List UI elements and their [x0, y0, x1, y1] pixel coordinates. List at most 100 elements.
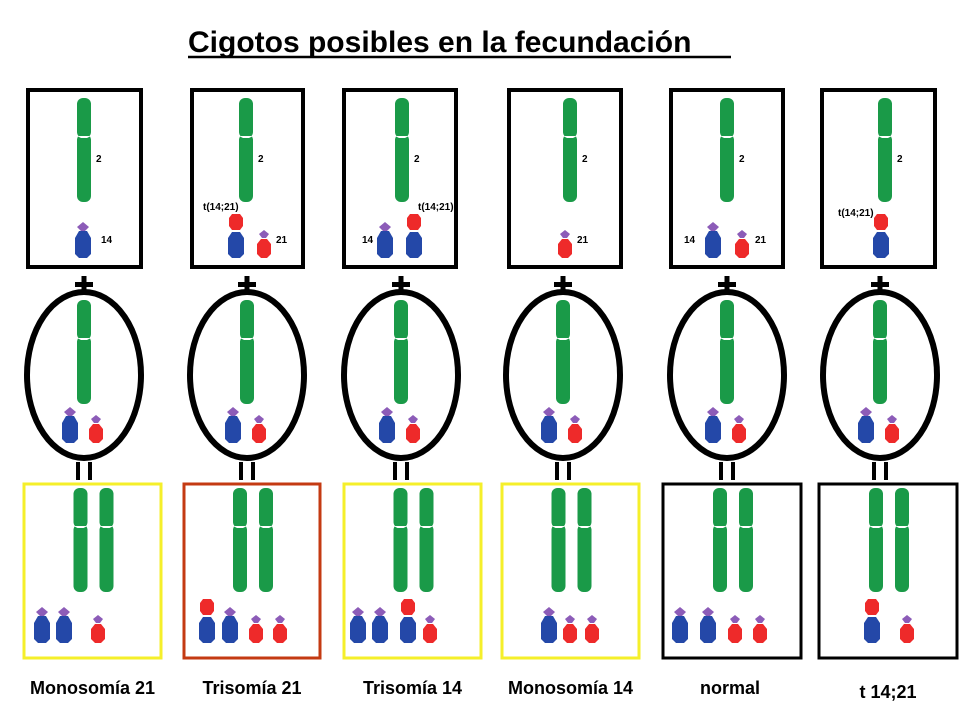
chromosome-t14-21	[873, 214, 889, 258]
zygote-label: Trisomía 14	[363, 678, 462, 698]
chromosome-21	[885, 415, 899, 443]
maternal-gamete	[24, 289, 144, 461]
paternal-gamete: 2t(14;21)21	[190, 88, 305, 269]
chromosome-14	[672, 607, 688, 643]
chromosome-2	[739, 488, 753, 592]
zygote: normal	[661, 482, 803, 698]
chromosome-2	[233, 488, 247, 592]
chromosome-21	[89, 415, 103, 443]
maternal-gamete	[341, 289, 461, 461]
chromosome-21	[753, 615, 767, 643]
chromosome-label: t(14;21)	[838, 208, 874, 219]
chromosome-2	[869, 488, 883, 592]
plus-sign	[238, 276, 256, 293]
chromosome-14	[225, 407, 241, 443]
chromosome-2-label: 2	[96, 154, 102, 165]
chromosome-2-label: 2	[258, 154, 264, 165]
chromosome-21	[558, 230, 572, 258]
equals-sign	[393, 462, 409, 480]
plus-sign	[871, 276, 889, 293]
chromosome-21	[585, 615, 599, 643]
chromosome-2	[77, 98, 91, 202]
chromosome-21	[735, 230, 749, 258]
chromosome-label: 14	[101, 235, 113, 246]
chromosome-2	[395, 98, 409, 202]
chromosome-2	[239, 98, 253, 202]
chromosome-14	[541, 607, 557, 643]
equals-sign	[239, 462, 255, 480]
chromosome-2	[878, 98, 892, 202]
chromosome-2	[577, 488, 592, 592]
zygotes-row: Monosomía 21 Trisomía 21 Trisomía 14 Monoso…	[22, 482, 959, 702]
operators-row	[75, 276, 889, 480]
chromosome-t14-21	[199, 599, 215, 643]
chromosome-label: t(14;21)	[418, 202, 454, 213]
chromosome-label: t(14;21)	[203, 202, 239, 213]
chromosome-2	[895, 488, 909, 592]
chromosome-2	[73, 488, 88, 592]
chromosome-14	[350, 607, 366, 643]
plus-sign	[554, 276, 572, 293]
equals-sign	[76, 462, 92, 480]
paternal-gamete: 2 t(14;21)	[820, 88, 937, 269]
chromosome-14	[705, 407, 721, 443]
paternal-gamete: 2 14	[26, 88, 143, 269]
chromosome-21	[91, 615, 105, 643]
maternal-gamete	[820, 289, 940, 461]
zygote-box	[817, 482, 959, 660]
chromosome-2	[240, 300, 254, 404]
zygote: Monosomía 21	[22, 482, 163, 698]
plus-sign	[718, 276, 736, 293]
plus-sign	[75, 276, 93, 293]
chromosome-14	[75, 222, 91, 258]
chromosome-21	[252, 415, 266, 443]
chromosome-2	[393, 488, 408, 592]
chromosome-21	[249, 615, 263, 643]
chromosome-14	[379, 407, 395, 443]
chromosome-21	[728, 615, 742, 643]
zygote-label: normal	[700, 678, 760, 698]
chromosome-2-label: 2	[582, 154, 588, 165]
zygote-label: Trisomía 21	[202, 678, 301, 698]
chromosome-2	[873, 300, 887, 404]
zygote-label: Monosomía 14	[508, 678, 633, 698]
chromosome-21	[563, 615, 577, 643]
chromosome-14	[700, 607, 716, 643]
chromosome-2-label: 2	[739, 154, 745, 165]
chromosome-14	[705, 222, 721, 258]
chromosome-2	[713, 488, 727, 592]
chromosome-21	[900, 615, 914, 643]
chromosome-t14-21	[400, 599, 416, 643]
equals-sign	[555, 462, 571, 480]
paternal-gamete: 221	[507, 88, 623, 269]
chromosome-21	[406, 415, 420, 443]
chromosome-14	[541, 407, 557, 443]
chromosome-2	[77, 300, 91, 404]
chromosome-14	[372, 607, 388, 643]
chromosome-14	[56, 607, 72, 643]
chromosome-2	[551, 488, 566, 592]
chromosome-2	[720, 300, 734, 404]
chromosome-label: 14	[362, 235, 374, 246]
chromosome-14	[62, 407, 78, 443]
maternal-gamete	[503, 289, 623, 461]
chromosome-21	[423, 615, 437, 643]
equals-sign	[719, 462, 735, 480]
zygote: Monosomía 14	[500, 482, 641, 698]
chromosome-2-label: 2	[414, 154, 420, 165]
chromosome-2	[419, 488, 434, 592]
zygote-label: t 14;21	[859, 682, 916, 702]
chromosome-14	[377, 222, 393, 258]
chromosome-21	[257, 230, 271, 258]
chromosome-label: 21	[755, 235, 767, 246]
zygote: Trisomía 21	[182, 482, 322, 698]
maternal-gamete	[187, 289, 307, 461]
chromosome-t14-21	[228, 214, 244, 258]
zygote: Trisomía 14	[342, 482, 483, 698]
chromosome-2-label: 2	[897, 154, 903, 165]
chromosome-2	[259, 488, 273, 592]
chromosome-14	[34, 607, 50, 643]
